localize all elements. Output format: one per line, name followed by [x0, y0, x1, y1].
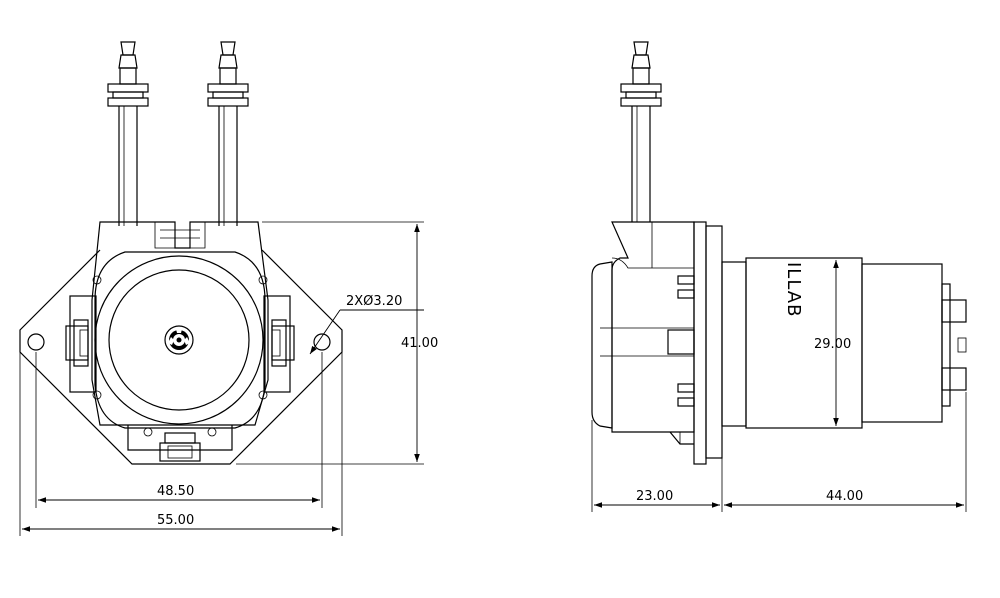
height-dimension-label: 41.00 [401, 336, 438, 351]
total-width-label: 55.00 [157, 513, 194, 528]
rotor-hub [164, 325, 194, 355]
right-hose-fitting [207, 41, 249, 226]
motor: ILLAB [721, 257, 967, 429]
height-dimension: 41.00 [236, 221, 438, 465]
hole-callout-label: 2XØ3.20 [346, 294, 402, 309]
left-hose-fitting [107, 41, 149, 226]
mounting-hole-right [313, 333, 331, 351]
rotor-inner [108, 269, 250, 411]
head-depth-label: 23.00 [636, 489, 673, 504]
hole-spacing-label: 48.50 [157, 484, 194, 499]
rotor-outer [94, 255, 264, 425]
front-view: 2XØ3.20 41.00 48.50 55.00 [19, 41, 438, 536]
motor-diameter-label: 29.00 [814, 337, 851, 352]
brand-label: ILLAB [783, 262, 804, 317]
side-pump-head [611, 221, 695, 433]
side-hose-fitting [620, 41, 662, 222]
total-width-dimension: 55.00 [19, 352, 343, 536]
motor-length-label: 44.00 [826, 489, 863, 504]
motor-diameter-dimension: 29.00 [814, 260, 851, 426]
head-depth-dimension: 23.00 [591, 420, 723, 512]
motor-length-dimension: 44.00 [724, 392, 967, 512]
side-view: ILLAB 29.00 23.00 44.00 [591, 41, 967, 512]
hole-spacing-dimension: 48.50 [35, 352, 323, 508]
right-clip [271, 319, 295, 367]
side-flange [693, 221, 707, 465]
mounting-hole-left [27, 333, 45, 351]
left-clip [65, 319, 89, 367]
mounting-plate [19, 249, 343, 465]
